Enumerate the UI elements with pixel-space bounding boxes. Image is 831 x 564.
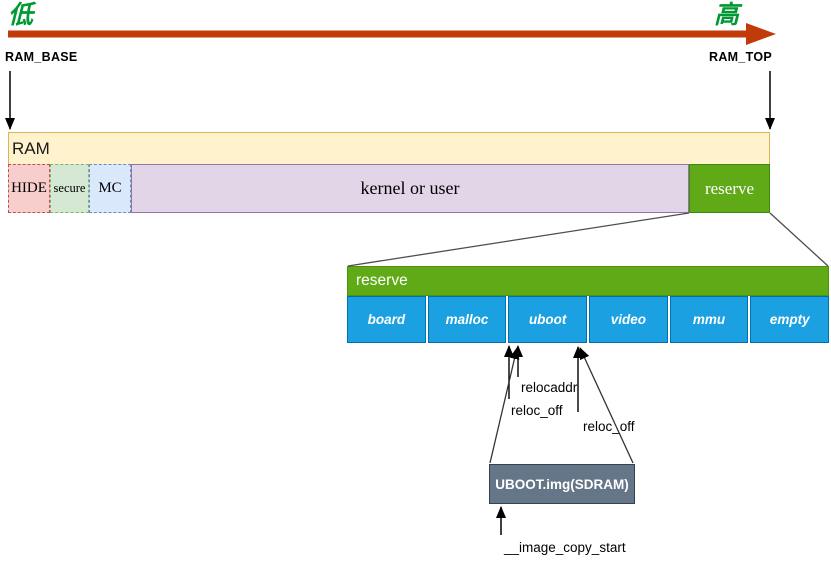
detail-cell-malloc-label: malloc: [445, 312, 489, 327]
segment-secure: secure: [50, 164, 89, 213]
detail-cell-board-label: board: [367, 312, 406, 327]
axis-high-label: 高: [714, 0, 740, 29]
uboot-image-box: UBOOT.img(SDRAM): [489, 464, 635, 504]
segment-reserve: reserve: [689, 164, 770, 213]
segment-kernel-or-user: kernel or user: [131, 164, 689, 213]
segment-hide: HIDE: [8, 164, 50, 213]
reserve-connector-left: [347, 212, 690, 267]
segment-mc-label: MC: [98, 180, 122, 196]
segment-reserve-label: reserve: [704, 178, 755, 198]
uboot-image-box-label: UBOOT.img(SDRAM): [495, 476, 629, 492]
detail-cell-video: video: [589, 296, 668, 343]
segment-mc: MC: [89, 164, 131, 213]
detail-cell-malloc: malloc: [427, 296, 507, 343]
segment-kernel-label: kernel or user: [360, 178, 460, 198]
detail-cell-video-label: video: [610, 312, 646, 327]
segment-hide-label: HIDE: [11, 180, 47, 196]
reserve-connector-right: [769, 212, 829, 267]
reloc-off-left-label: reloc_off: [511, 403, 563, 418]
reserve-detail-row: board malloc uboot video mmu empty: [347, 296, 830, 343]
axis-arrow: [8, 23, 776, 45]
detail-cell-uboot-label: uboot: [528, 312, 567, 327]
detail-cell-empty: empty: [750, 296, 830, 343]
ram-base-label: RAM_BASE: [5, 50, 78, 64]
axis-low-label: 低: [8, 0, 34, 29]
detail-cell-mmu-label: mmu: [692, 312, 726, 327]
reserve-detail-header: reserve: [347, 266, 829, 296]
ram-title: RAM: [12, 139, 50, 158]
segment-secure-label: secure: [53, 181, 86, 195]
reloc-off-right-label: reloc_off: [583, 419, 635, 434]
detail-cell-uboot: uboot: [508, 296, 588, 343]
ram-top-label: RAM_TOP: [709, 50, 772, 64]
reserve-detail-title: reserve: [356, 272, 408, 289]
detail-cell-mmu: mmu: [669, 296, 749, 343]
detail-cell-board: board: [347, 296, 426, 343]
relocaddr-label: relocaddr: [521, 380, 578, 395]
uboot-img-end-connector: [579, 347, 634, 464]
image-copy-start-label: __image_copy_start: [504, 540, 626, 555]
detail-cell-empty-label: empty: [769, 312, 810, 327]
